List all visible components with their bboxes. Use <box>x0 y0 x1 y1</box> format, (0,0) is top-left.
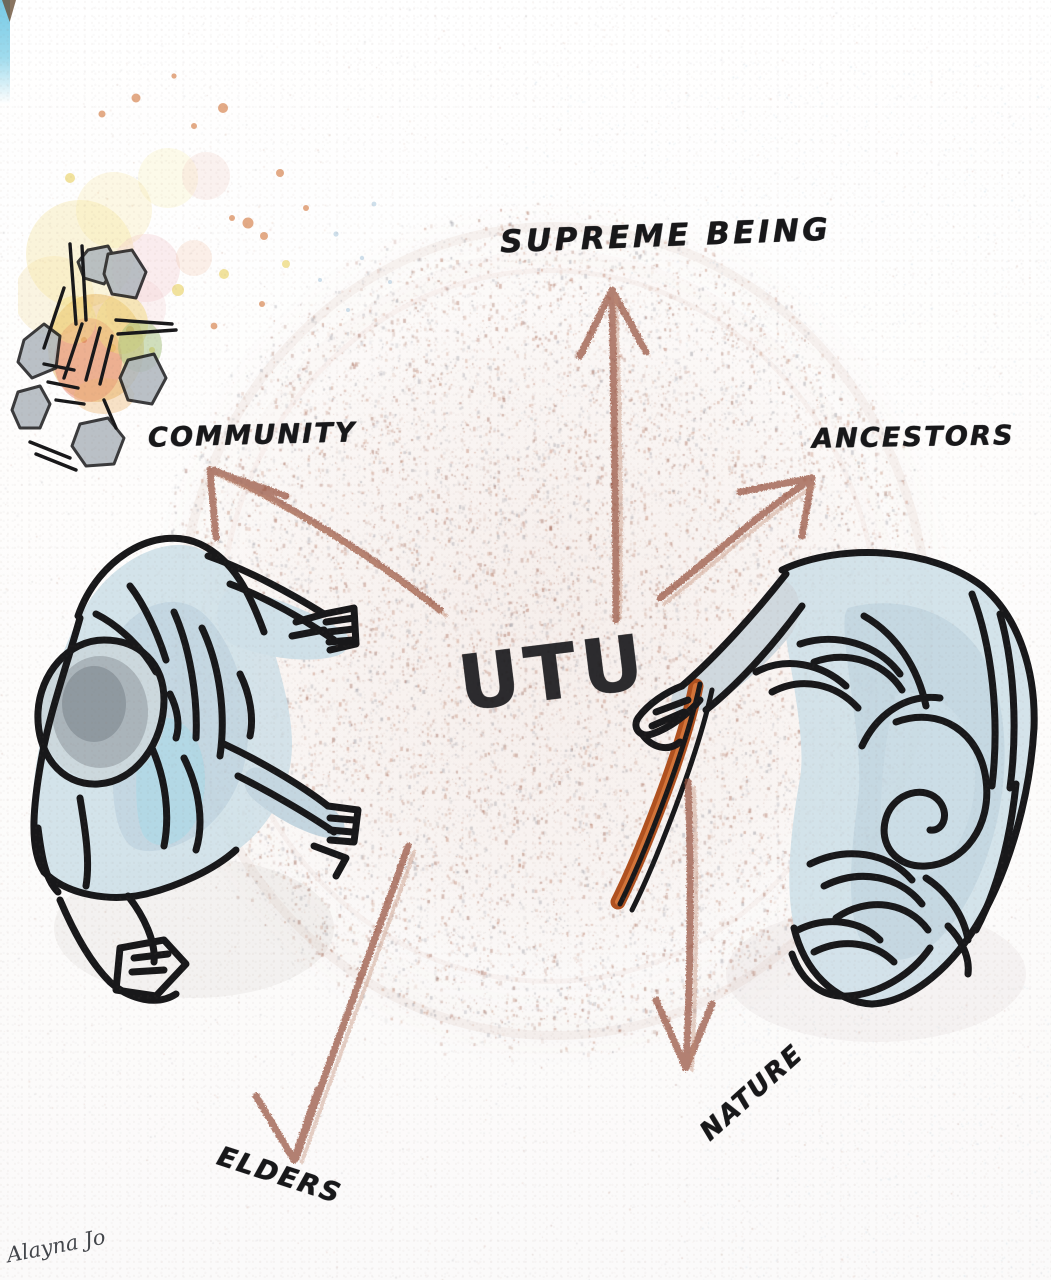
elder-figure-left <box>24 498 384 1028</box>
label-ancestors: ANCESTORS <box>812 420 1015 455</box>
label-community: COMMUNITY <box>148 417 358 453</box>
elder-figure-right <box>596 534 1046 1064</box>
